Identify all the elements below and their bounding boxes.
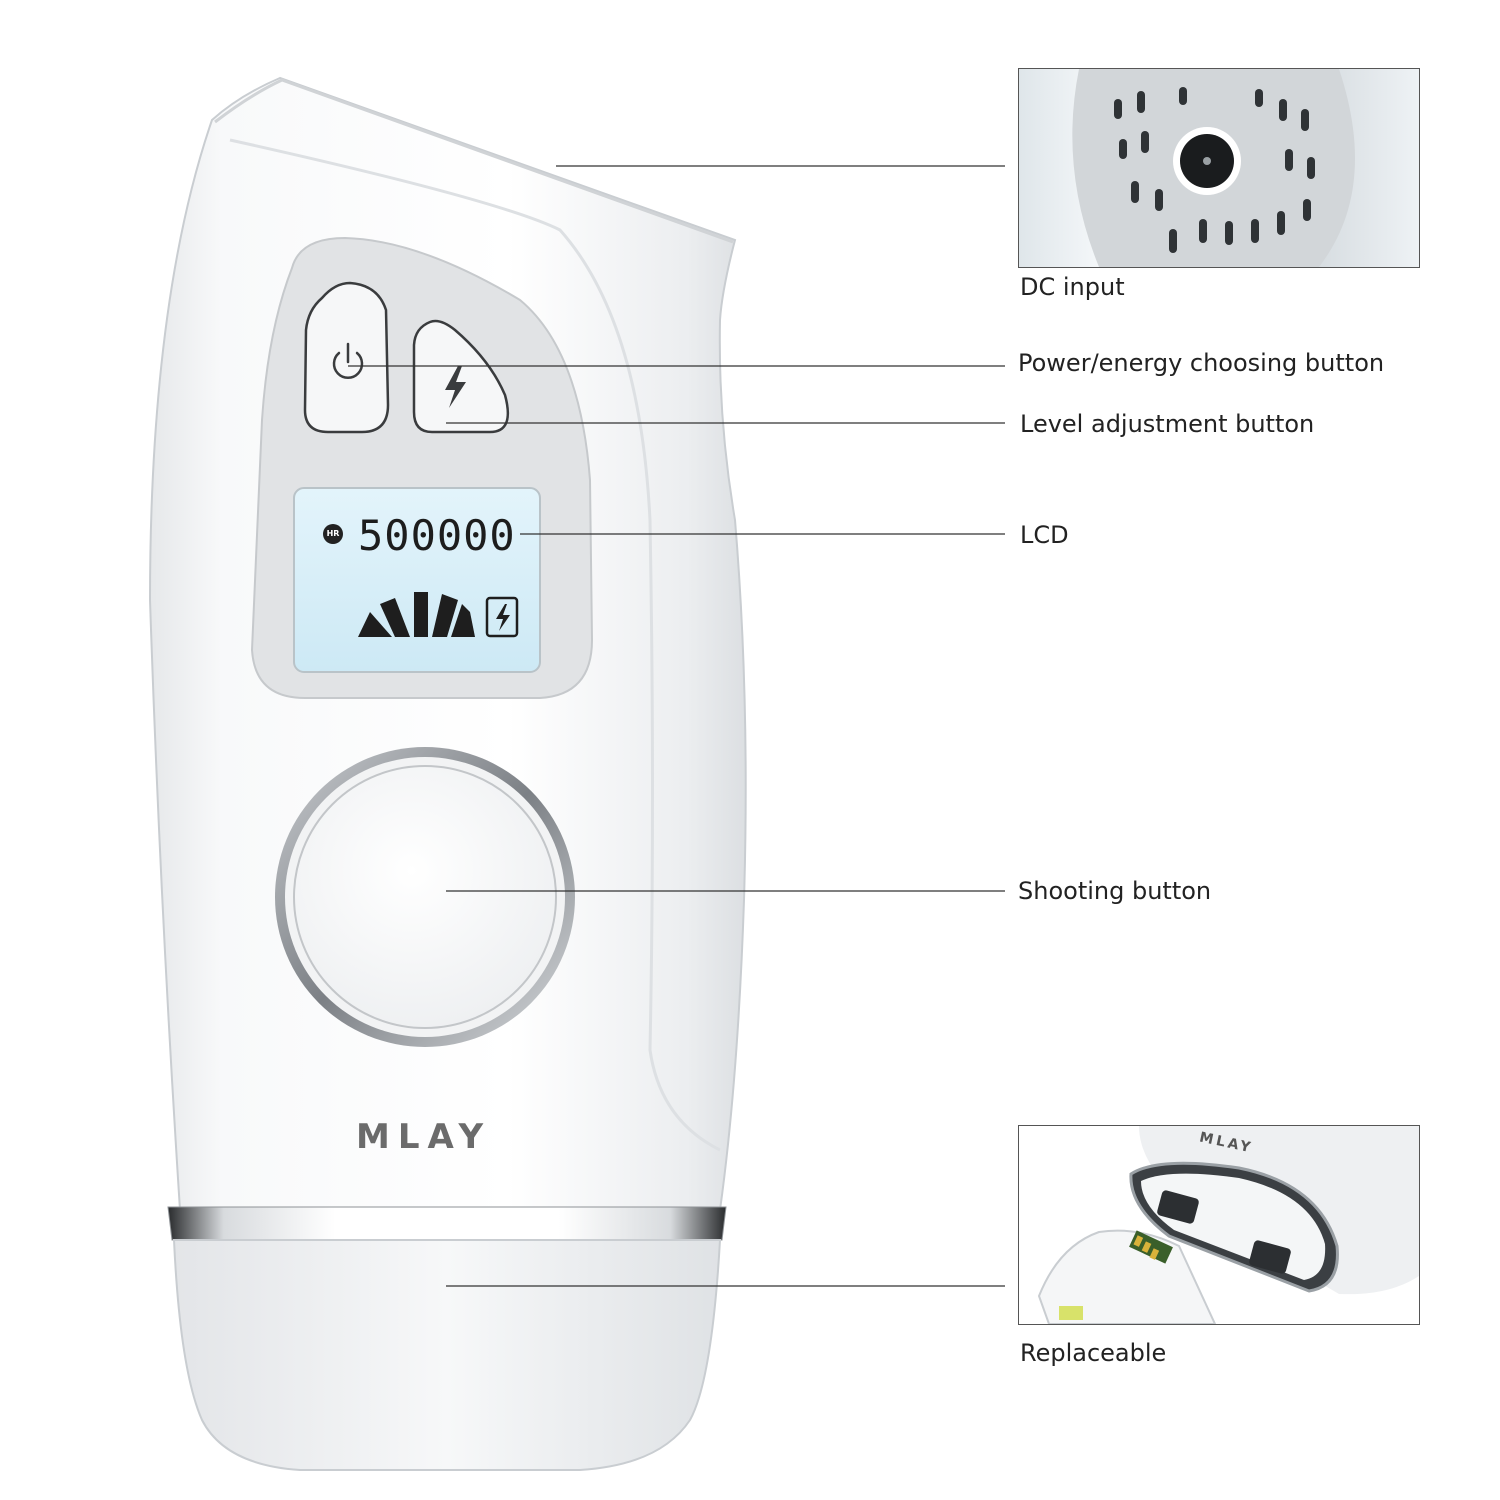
callout-level-button: Level adjustment button [1020, 410, 1315, 438]
battery-flash-icon [485, 596, 519, 638]
lcd-hr-badge: HR [323, 524, 343, 544]
replaceable-inset: MLAY [1018, 1125, 1420, 1325]
power-button[interactable] [303, 281, 390, 434]
callout-lcd: LCD [1020, 521, 1069, 549]
dc-jack [1173, 127, 1241, 195]
lcd-flash-count: 500000 [358, 511, 516, 560]
vent-slots [1114, 87, 1315, 253]
replaceable-closeup [1037, 1126, 1419, 1324]
leader-lines [348, 165, 1005, 1287]
replaceable-head [172, 1239, 722, 1471]
callout-shooting-button: Shooting button [1018, 877, 1212, 905]
callout-power-button: Power/energy choosing button [1018, 349, 1385, 377]
shooting-button[interactable] [275, 747, 575, 1047]
dc-input-inset [1018, 68, 1420, 268]
callout-dc-input: DC input [1020, 273, 1125, 301]
energy-level-icon [358, 592, 475, 637]
lightning-icon [445, 366, 466, 408]
brand-logo: MLAY [356, 1117, 492, 1157]
lcd-screen [293, 487, 541, 673]
callout-replaceable: Replaceable [1020, 1339, 1167, 1367]
chrome-band [167, 1206, 727, 1241]
dc-input-closeup [1019, 69, 1419, 267]
power-icon [332, 342, 364, 379]
